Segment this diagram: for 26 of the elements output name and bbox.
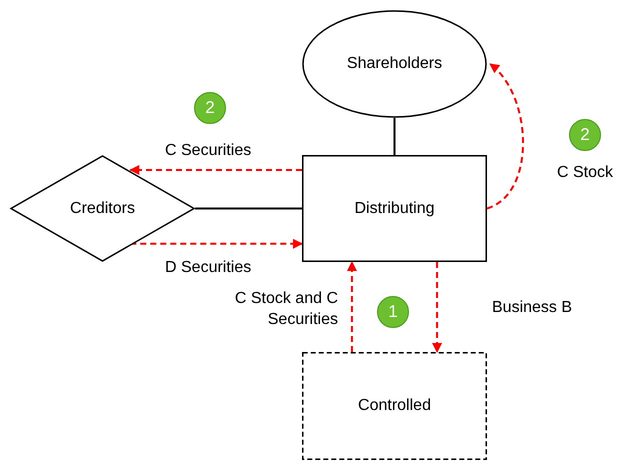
arrow — [346, 261, 357, 352]
node-label: 1 — [388, 302, 398, 322]
connector-line — [195, 208, 302, 210]
process-box — [302, 155, 487, 262]
edge-label: C Securities — [165, 141, 252, 161]
step-number — [377, 296, 409, 328]
connector-line — [394, 118, 396, 155]
decision-diamond — [10, 155, 195, 262]
step-number — [569, 119, 601, 151]
arrow — [486, 63, 524, 210]
node-label: 2 — [580, 125, 590, 145]
edge-label: D Securities — [165, 258, 252, 278]
node-label: 2 — [205, 98, 215, 118]
ellipse-node — [302, 10, 487, 118]
node-label: Creditors — [70, 200, 135, 218]
arrow — [130, 238, 303, 249]
node-label: Distributing — [354, 200, 435, 218]
node-label: Controlled — [358, 397, 431, 415]
dashed-box — [302, 352, 487, 460]
arrow — [129, 164, 302, 175]
node-label: Shareholders — [346, 55, 442, 73]
edge-label: Business B — [492, 298, 572, 318]
edge-label: C Stock — [557, 163, 614, 183]
arrow — [432, 262, 442, 353]
step-number — [194, 92, 226, 124]
edge-label: C Stock and C Securities — [234, 289, 338, 330]
